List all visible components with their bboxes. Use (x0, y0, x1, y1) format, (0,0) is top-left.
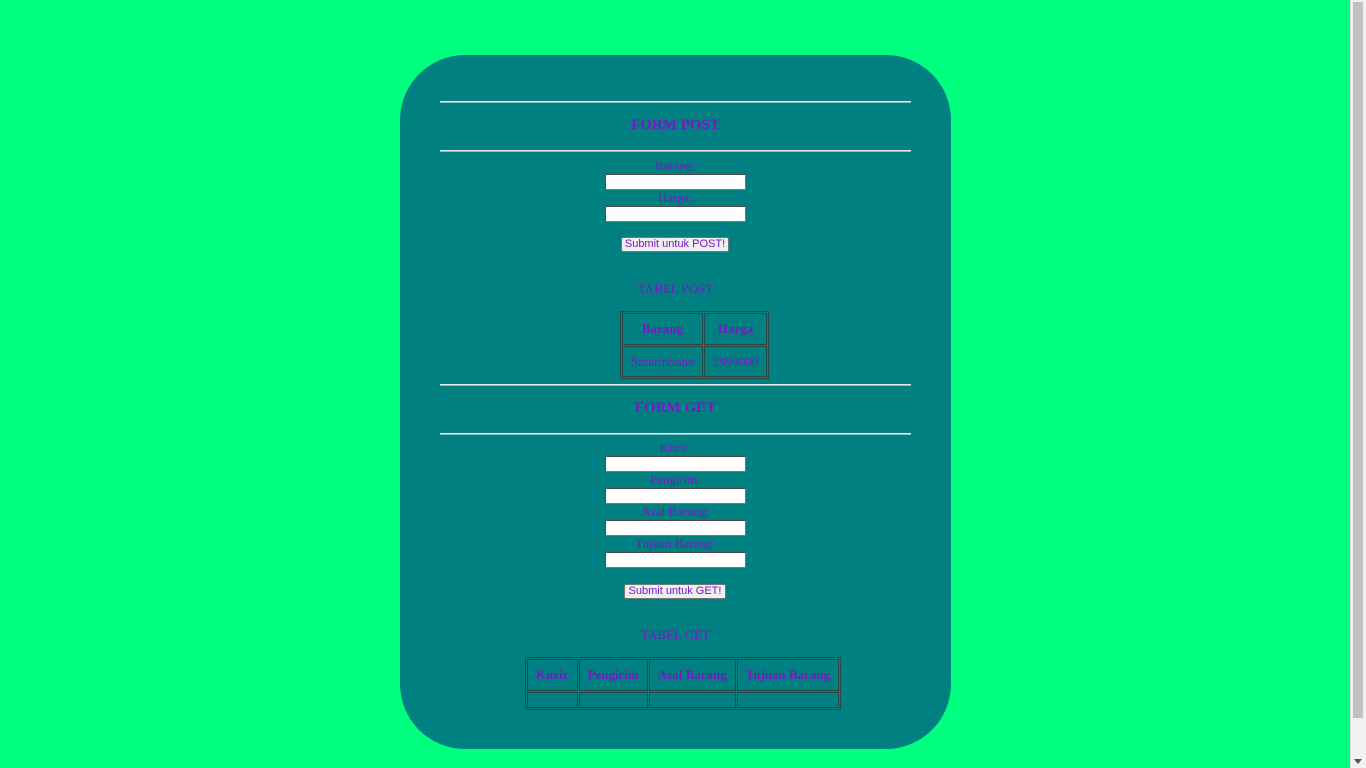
pengirim-label: Pengirim: (649, 472, 702, 487)
get-cell-kurir (527, 692, 578, 708)
scrollbar-thumb[interactable] (1353, 2, 1363, 718)
get-header-kurir: Kurir (527, 659, 578, 691)
get-header-asal-barang: Asal Barang (648, 659, 736, 691)
table-header-row: Kurir Pengirim Asal Barang Tujuan Barang (527, 659, 840, 691)
tujuan-barang-input[interactable] (605, 552, 746, 568)
get-cell-asal-barang (648, 692, 736, 708)
get-header-pengirim: Pengirim (578, 659, 648, 691)
kurir-input[interactable] (605, 456, 746, 472)
post-table: Barang Harga Smartphone 2999000 (620, 311, 770, 379)
table-header-row: Barang Harga (622, 313, 768, 345)
post-header-harga: Harga (703, 313, 768, 345)
form-get-title: FORM GET (634, 400, 717, 416)
submit-get-button[interactable]: Submit untuk GET! (624, 584, 726, 599)
table-row (527, 692, 840, 708)
divider-top (440, 101, 911, 103)
form-post-title: FORM POST (631, 117, 720, 133)
asal-barang-input[interactable] (605, 520, 746, 536)
post-table-caption: TABEL POST (637, 281, 714, 296)
divider-get-title (440, 433, 911, 435)
get-cell-tujuan-barang (736, 692, 840, 708)
barang-label: Barang: (654, 158, 697, 173)
divider-post-title (440, 150, 911, 152)
post-cell-barang: Smartphone (622, 346, 703, 377)
scroll-down-arrow-icon[interactable] (1354, 759, 1362, 764)
get-table-caption: TABEL GET (641, 627, 710, 642)
get-header-tujuan-barang: Tujuan Barang (736, 659, 840, 691)
harga-input[interactable] (605, 206, 746, 222)
harga-label: Harga: (657, 190, 694, 205)
form-card: FORM POST Barang: Harga: Submit untuk PO… (400, 55, 951, 749)
asal-barang-label: Asal Barang: (641, 504, 710, 519)
post-header-barang: Barang (622, 313, 703, 345)
pengirim-input[interactable] (605, 488, 746, 504)
submit-post-button[interactable]: Submit untuk POST! (621, 237, 729, 252)
divider-get-top (440, 384, 911, 386)
get-cell-pengirim (578, 692, 648, 708)
vertical-scrollbar[interactable] (1350, 0, 1366, 768)
kurir-label: Kurir: (659, 440, 692, 455)
tujuan-barang-label: Tujuan Barang: (635, 536, 716, 551)
get-table: Kurir Pengirim Asal Barang Tujuan Barang (525, 657, 842, 710)
table-row: Smartphone 2999000 (622, 346, 768, 377)
post-cell-harga: 2999000 (703, 346, 768, 377)
barang-input[interactable] (605, 174, 746, 190)
